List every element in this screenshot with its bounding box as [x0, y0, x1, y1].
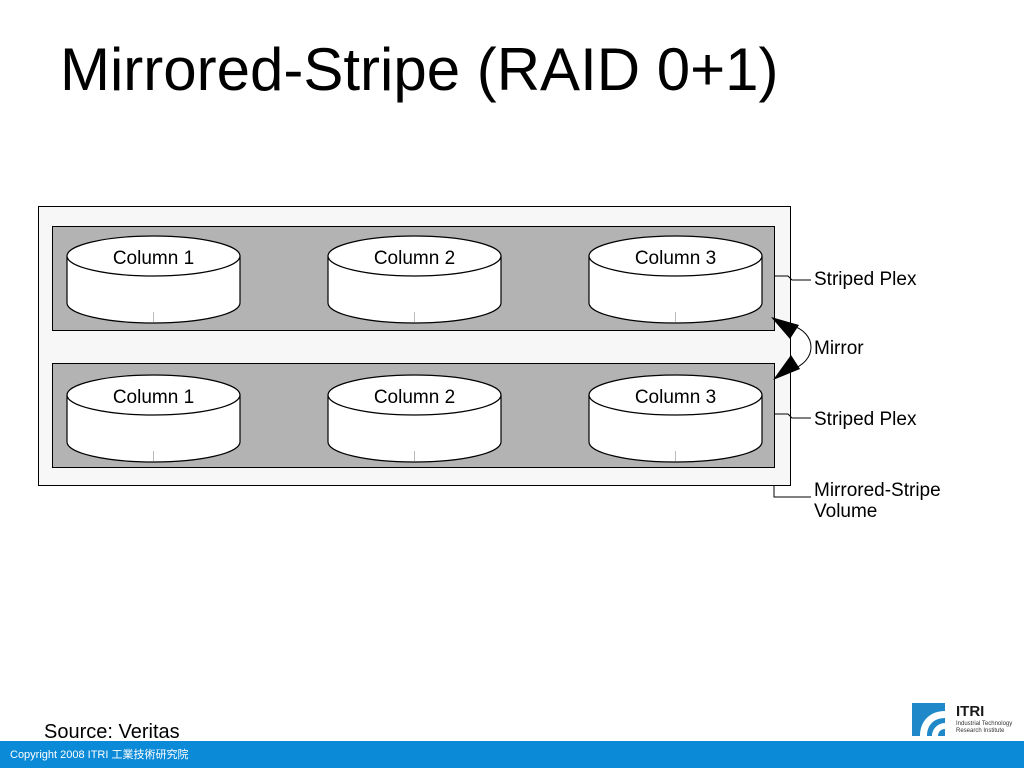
- volume-label-line2: Volume: [814, 501, 877, 522]
- mirror-arrowhead-bottom: [773, 355, 800, 380]
- slide-title: Mirrored-Stripe (RAID 0+1): [60, 36, 779, 103]
- disk-bottom-2: Column 2: [327, 374, 502, 463]
- disk-bottom-2-label: Column 2: [374, 387, 455, 408]
- disk-top-1-label: Column 1: [113, 248, 194, 269]
- source-caption: Source: Veritas: [44, 721, 180, 743]
- logo-subtitle: Industrial Technology Research Institute: [956, 721, 1013, 734]
- striped-plex-top-leader: [774, 275, 811, 281]
- logo-name: ITRI: [956, 703, 985, 720]
- footer-copyright: Copyright 2008 ITRI 工業技術研究院: [10, 749, 189, 761]
- volume-label-line1: Mirrored-Stripe: [814, 480, 941, 501]
- mirror-arrowhead-top: [771, 317, 799, 339]
- disk-top-3: Column 3: [588, 235, 763, 324]
- disk-bottom-3: Column 3: [588, 374, 763, 463]
- mirror-label: Mirror: [814, 338, 864, 359]
- itri-logo-mark-icon: [912, 703, 945, 736]
- disk-bottom-1: Column 1: [66, 374, 241, 463]
- disk-top-3-label: Column 3: [635, 248, 716, 269]
- disk-top-2-label: Column 2: [374, 248, 455, 269]
- striped-plex-bottom-label: Striped Plex: [814, 409, 917, 430]
- disk-top-1: Column 1: [66, 235, 241, 324]
- disk-bottom-3-label: Column 3: [635, 387, 716, 408]
- volume-leader: [773, 486, 811, 498]
- footer-bar: Copyright 2008 ITRI 工業技術研究院: [0, 741, 1024, 768]
- disk-bottom-1-label: Column 1: [113, 387, 194, 408]
- striped-plex-bottom-leader: [774, 413, 811, 419]
- striped-plex-top-label: Striped Plex: [814, 269, 917, 290]
- itri-logo: ITRI Industrial Technology Research Inst…: [912, 703, 1020, 737]
- disk-top-2: Column 2: [327, 235, 502, 324]
